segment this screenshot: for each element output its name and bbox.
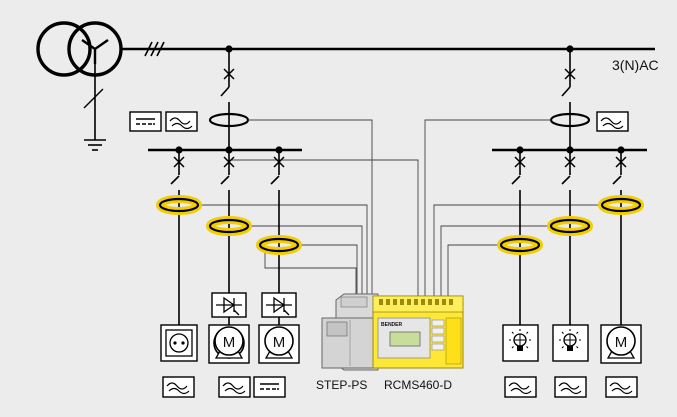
- transformer-icon: [36, 21, 123, 77]
- breaker-icon: [223, 68, 235, 80]
- current-transformer-icon: [258, 237, 300, 253]
- thyristor-icon: [261, 292, 297, 318]
- breaker-icon: [514, 156, 526, 168]
- brand-label: BENDER: [381, 322, 403, 328]
- breaker-icon: [273, 156, 285, 168]
- rcms460-device: BENDER: [372, 295, 464, 369]
- ac-waveform-icon: [218, 376, 251, 398]
- current-transformer-icon: [549, 218, 591, 234]
- current-transformer-icon: [600, 197, 642, 213]
- motor-icon: M: [208, 324, 250, 364]
- measurement-wiring: [198, 119, 602, 296]
- step-ps-device: [321, 293, 379, 371]
- supply-label: 3(N)AC: [612, 57, 659, 73]
- motor-icon: M: [258, 324, 300, 364]
- breaker-icon: [564, 68, 576, 80]
- motor-icon: M: [600, 324, 642, 364]
- dc-symbol-icon: [253, 376, 286, 398]
- lamp-icon: [552, 324, 589, 362]
- breaker-icon: [173, 156, 185, 168]
- socket-icon: [160, 324, 198, 362]
- lamp-icon: [502, 324, 539, 362]
- step-ps-label: STEP-PS: [316, 378, 367, 392]
- motor-label: M: [223, 334, 236, 351]
- rcms-label: RCMS460-D: [384, 378, 452, 392]
- ac-waveform-icon: [605, 376, 638, 398]
- three-phase-wire-icon: [144, 41, 165, 57]
- motor-label: M: [615, 334, 628, 351]
- breaker-icon: [223, 156, 235, 168]
- breaker-icon: [564, 156, 576, 168]
- current-transformer-icon: [499, 237, 541, 253]
- ac-waveform-icon: [162, 376, 195, 398]
- ac-waveform-icon: [596, 111, 629, 132]
- current-transformer-icon: [158, 197, 200, 213]
- earth-icon: [83, 64, 106, 151]
- ac-waveform-icon: [554, 376, 587, 398]
- ac-waveform-icon: [504, 376, 537, 398]
- motor-label: M: [273, 334, 286, 351]
- ac-waveform-icon: [165, 111, 198, 132]
- dc-symbol-icon: [129, 111, 162, 132]
- breaker-icon: [615, 156, 627, 168]
- thyristor-icon: [211, 292, 247, 318]
- current-transformer-icon: [208, 218, 250, 234]
